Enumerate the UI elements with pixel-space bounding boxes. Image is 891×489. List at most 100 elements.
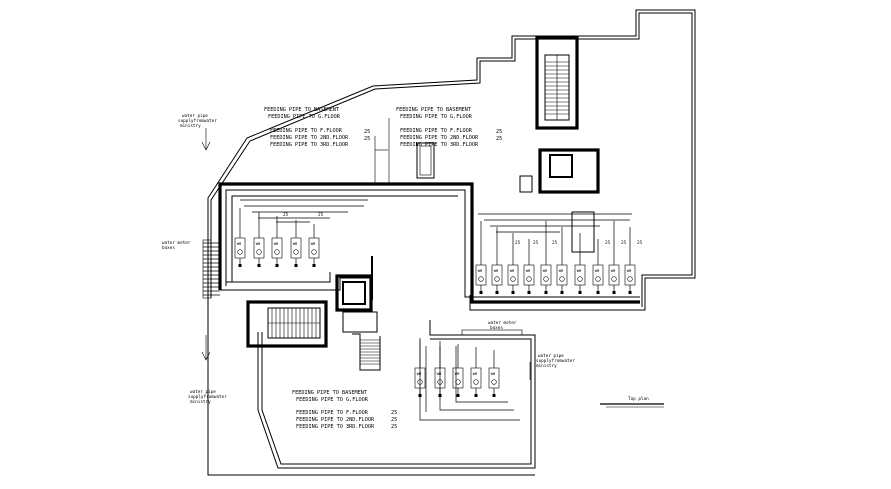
stair-core-middle xyxy=(246,274,381,371)
annotations-top-right: FEEDING PIPE TO BASEMENT FEEDING PIPE TO… xyxy=(396,107,502,148)
pipe-size-label: 25 xyxy=(364,129,370,135)
svg-text:25: 25 xyxy=(605,240,611,246)
water-meter-box: WM xyxy=(414,338,426,397)
main-pipe-ring xyxy=(218,182,640,304)
water-meter-box: WM xyxy=(491,227,503,294)
water-meter-box: WM xyxy=(290,220,302,267)
feed-gfloor-label: FEEDING PIPE TO G.FLOOR xyxy=(400,114,473,120)
meter-unit-label: WM xyxy=(491,372,496,376)
svg-text:25: 25 xyxy=(515,240,521,246)
annotations-bottom: FEEDING PIPE TO BASEMENT FEEDING PIPE TO… xyxy=(292,390,397,430)
water-meter-box: WM xyxy=(507,233,519,294)
meter-group-right: WM WM WM WM WM WM WM WM WM WM xyxy=(475,211,636,294)
water-meter-box: WM xyxy=(592,239,604,294)
pipe-size-label: 25 xyxy=(496,129,502,135)
svg-text:25: 25 xyxy=(318,212,324,218)
feed-ffloor-label: FEEDING PIPE TO F.FLOOR xyxy=(270,128,343,134)
feed-gfloor-label: FEEDING PIPE TO G.FLOOR xyxy=(268,114,341,120)
svg-text:boxes: boxes xyxy=(162,245,175,251)
pipe-size-label: 25 xyxy=(364,136,370,142)
water-meter-box: WM xyxy=(470,347,482,397)
drawing-title-text: Top plan xyxy=(628,396,649,402)
svg-text:supplyfromwater: supplyfromwater xyxy=(536,358,575,364)
water-meter-box: WM xyxy=(452,344,464,397)
meter-unit-label: WM xyxy=(510,269,515,273)
svg-text:water meter: water meter xyxy=(162,240,191,246)
supply-lines xyxy=(201,118,531,380)
meter-label-left: water meter boxes xyxy=(162,240,191,251)
water-meter-box: WM xyxy=(308,224,320,267)
meter-unit-label: WM xyxy=(611,269,616,273)
meter-unit-label: WM xyxy=(577,269,582,273)
meter-unit-label: WM xyxy=(311,242,316,246)
feed-basement-label: FEEDING PIPE TO BASEMENT xyxy=(396,107,471,113)
pipe-size-tags: 25 25 25 25 25 25 25 25 xyxy=(283,212,643,246)
meter-unit-label: WM xyxy=(473,372,478,376)
feed-2ndfloor-label: FEEDING PIPE TO 2ND.FLOOR xyxy=(400,135,479,141)
feed-basement-label: FEEDING PIPE TO BASEMENT xyxy=(264,107,339,113)
svg-text:ministry: ministry xyxy=(536,363,557,369)
water-meter-box: WM xyxy=(608,221,620,294)
water-meter-box: WM xyxy=(271,216,283,267)
pipe-size-label: 25 xyxy=(391,424,397,430)
svg-text:ministry: ministry xyxy=(180,123,201,129)
svg-text:water pipe: water pipe xyxy=(190,389,216,395)
meter-unit-label: WM xyxy=(437,372,442,376)
svg-text:ministry: ministry xyxy=(190,399,211,405)
pipe-size-label: 25 xyxy=(496,136,502,142)
svg-text:25: 25 xyxy=(533,240,539,246)
meter-unit-label: WM xyxy=(455,372,460,376)
annotations-top-left: FEEDING PIPE TO BASEMENT FEEDING PIPE TO… xyxy=(264,107,370,148)
feed-ffloor-label: FEEDING PIPE TO F.FLOOR xyxy=(296,410,369,416)
meter-unit-label: WM xyxy=(274,242,279,246)
feed-ffloor-label: FEEDING PIPE TO F.FLOOR xyxy=(400,128,473,134)
meter-unit-label: WM xyxy=(559,269,564,273)
feed-basement-label: FEEDING PIPE TO BASEMENT xyxy=(292,390,367,396)
supply-label-top: water pipe supplyfromwater ministry xyxy=(178,113,217,129)
meter-label-bottom: water meter boxes xyxy=(488,320,517,331)
svg-text:boxes: boxes xyxy=(490,325,503,331)
feed-3rdfloor-label: FEEDING PIPE TO 3RD.FLOOR xyxy=(296,424,375,430)
svg-text:25: 25 xyxy=(552,240,558,246)
svg-text:25: 25 xyxy=(283,212,289,218)
meter-unit-label: WM xyxy=(595,269,600,273)
feed-3rdfloor-label: FEEDING PIPE TO 3RD.FLOOR xyxy=(270,142,349,148)
meter-unit-label: WM xyxy=(237,242,242,246)
meter-unit-label: WM xyxy=(494,269,499,273)
building-outline xyxy=(207,9,696,476)
water-meter-box: WM xyxy=(556,227,568,294)
svg-text:water pipe: water pipe xyxy=(538,353,564,359)
pipe-size-label: 25 xyxy=(391,410,397,416)
meter-unit-label: WM xyxy=(543,269,548,273)
water-meter-box: WM xyxy=(574,233,586,294)
meter-unit-label: WM xyxy=(627,269,632,273)
meter-unit-label: WM xyxy=(256,242,261,246)
svg-text:supplyfromwater: supplyfromwater xyxy=(188,394,227,400)
svg-text:water meter: water meter xyxy=(488,320,517,326)
water-meter-box: WM xyxy=(234,208,246,267)
water-meter-box: WM xyxy=(475,221,487,294)
supply-label-bottom: water pipe supplyfromwater ministry xyxy=(188,389,227,405)
svg-text:25: 25 xyxy=(621,240,627,246)
meter-unit-label: WM xyxy=(417,372,422,376)
svg-text:water pipe: water pipe xyxy=(182,113,208,119)
water-meter-box: WM xyxy=(434,341,446,397)
stair-core-top xyxy=(416,36,600,194)
svg-text:25: 25 xyxy=(637,240,643,246)
meter-unit-label: WM xyxy=(526,269,531,273)
feed-2ndfloor-label: FEEDING PIPE TO 2ND.FLOOR xyxy=(270,135,349,141)
water-meter-box: WM xyxy=(488,350,500,397)
feed-gfloor-label: FEEDING PIPE TO G.FLOOR xyxy=(296,397,369,403)
meter-unit-label: WM xyxy=(478,269,483,273)
svg-text:supplyfromwater: supplyfromwater xyxy=(178,118,217,124)
drawing-title: Top plan xyxy=(600,396,664,408)
water-meter-box: WM xyxy=(253,212,265,267)
feed-2ndfloor-label: FEEDING PIPE TO 2ND.FLOOR xyxy=(296,417,375,423)
water-meter-box: WM xyxy=(624,227,636,294)
meter-unit-label: WM xyxy=(293,242,298,246)
meter-group-bottom: WM WM WM WM WM xyxy=(414,329,523,421)
water-meter-box: WM xyxy=(540,221,552,294)
pipe-size-label: 25 xyxy=(391,417,397,423)
feed-3rdfloor-label: FEEDING PIPE TO 3RD.FLOOR xyxy=(400,142,479,148)
